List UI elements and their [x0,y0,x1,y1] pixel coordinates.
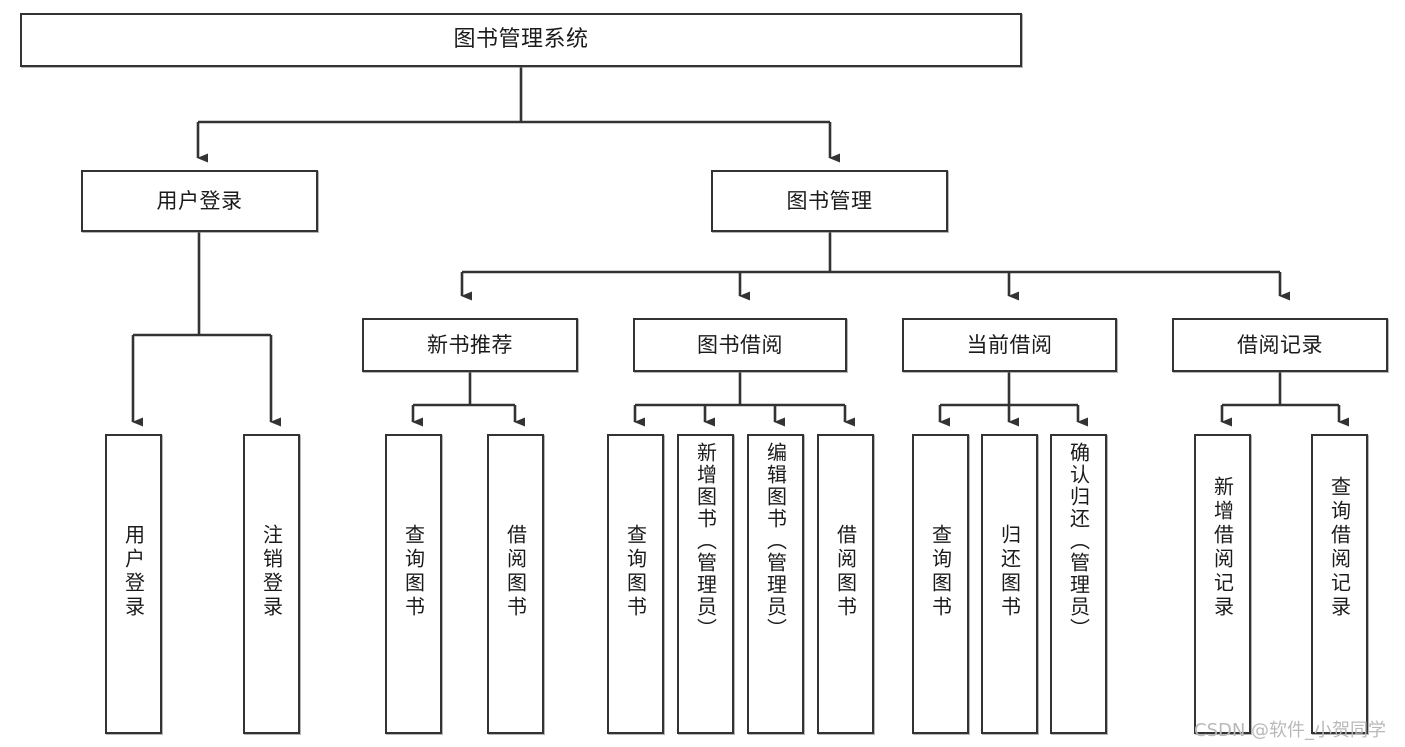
leaf-borrow-borrow-book[interactable]: 借阅图书 [817,434,874,734]
node-new-book-recommend[interactable]: 新书推荐 [362,318,578,372]
node-label: 确认归还（管理员） [1066,442,1091,640]
node-label: 图书管理 [786,188,873,213]
leaf-current-return-book[interactable]: 归还图书 [981,434,1038,734]
node-label: 查询图书 [623,524,648,620]
node-borrow-record[interactable]: 借阅记录 [1172,318,1388,372]
leaf-record-add-borrow-record[interactable]: 新增借阅记录 [1194,434,1251,734]
leaf-new-book-query[interactable]: 查询图书 [385,434,442,734]
node-label: 用户登录 [156,188,243,213]
node-label: 查询图书 [928,524,953,620]
node-book-borrow[interactable]: 图书借阅 [633,318,847,372]
node-label: 用户登录 [121,524,146,620]
leaf-borrow-add-book-admin[interactable]: 新增图书（管理员） [677,434,734,734]
node-label: 新增借阅记录 [1210,476,1235,620]
node-book-management[interactable]: 图书管理 [711,170,948,232]
node-root-book-management-system[interactable]: 图书管理系统 [20,13,1022,67]
leaf-logout[interactable]: 注销登录 [243,434,300,734]
node-label: 当前借阅 [966,332,1053,357]
node-label: 新书推荐 [427,332,513,357]
node-user-login[interactable]: 用户登录 [81,170,318,232]
node-label: 新增图书（管理员） [693,442,718,640]
node-current-borrow[interactable]: 当前借阅 [902,318,1117,372]
node-label: 借阅图书 [833,524,858,620]
leaf-record-query-borrow-record[interactable]: 查询借阅记录 [1311,434,1368,734]
node-label: 图书借阅 [697,332,783,357]
node-label: 编辑图书（管理员） [763,442,788,640]
leaf-current-confirm-return-admin[interactable]: 确认归还（管理员） [1050,434,1107,734]
watermark-text: CSDN @软件_小贺同学 [1194,720,1387,741]
leaf-borrow-query-book[interactable]: 查询图书 [607,434,664,734]
node-label: 注销登录 [259,524,284,620]
node-label: 借阅记录 [1237,332,1323,357]
leaf-current-query-book[interactable]: 查询图书 [912,434,969,734]
leaf-user-login[interactable]: 用户登录 [105,434,162,734]
node-label: 查询图书 [401,524,426,620]
node-label: 归还图书 [997,524,1022,620]
leaf-borrow-edit-book-admin[interactable]: 编辑图书（管理员） [747,434,804,734]
node-label: 查询借阅记录 [1327,476,1352,620]
node-label: 借阅图书 [503,524,528,620]
node-label: 图书管理系统 [453,27,589,53]
leaf-new-book-borrow[interactable]: 借阅图书 [487,434,544,734]
